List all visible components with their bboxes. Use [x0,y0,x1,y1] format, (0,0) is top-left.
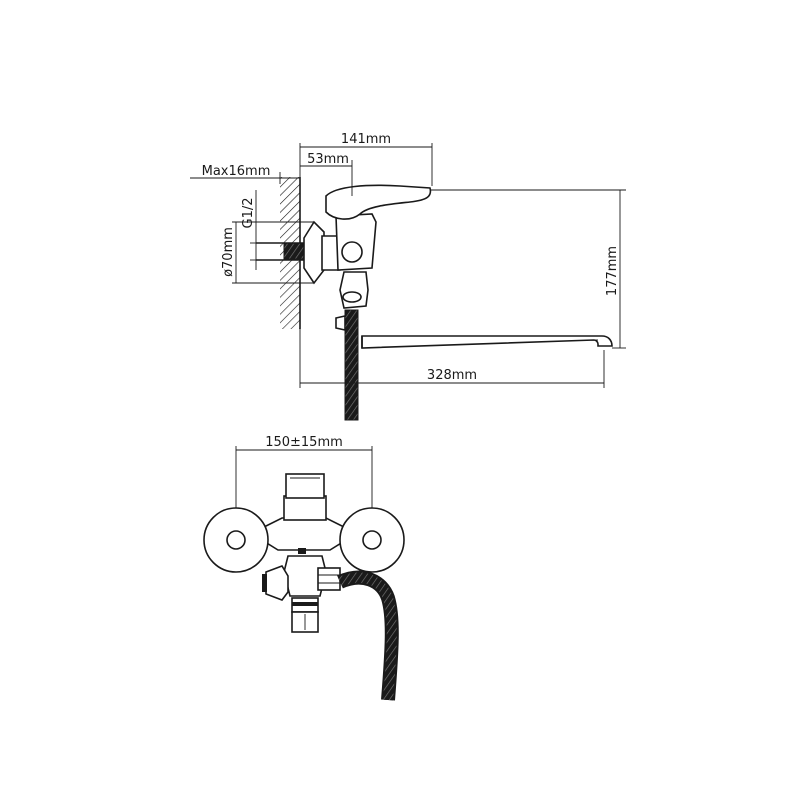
front-handle-base [283,495,327,521]
center-screw [298,548,306,554]
dim-53-label: 53mm [307,152,349,167]
front-diverter-knob [265,565,289,601]
front-view: 150±15mm [203,435,405,701]
flange [303,220,325,285]
lever-handle [325,184,432,220]
side-view: 141mm 53mm Max16mm G1/2 ø70mm [190,132,626,421]
front-diverter-knob-tip [262,574,267,592]
spout [361,335,613,349]
dim-g12-label: G1/2 [241,198,256,229]
diverter-button [335,315,346,331]
dim-max16-label: Max16mm [202,164,271,179]
left-inlet [226,530,246,550]
dim-328: 328mm [299,329,605,388]
dim-328-label: 328mm [427,368,477,383]
dim-70: ø70mm [221,221,314,284]
dim-177: 177mm [430,189,626,349]
dim-150-label: 150±15mm [265,435,343,450]
front-body [261,517,347,551]
hose-nut [317,567,341,591]
dim-70-label: ø70mm [221,227,236,277]
shower-hose [344,309,359,421]
dim-g12: G1/2 [241,190,262,270]
dim-max16: Max16mm [190,164,300,184]
diverter-knob [342,291,362,303]
right-inlet [362,530,382,550]
dim-141-label: 141mm [341,132,391,147]
dim-53: 53mm [300,152,353,196]
body-round-detail [341,241,363,263]
dim-177-label: 177mm [605,246,620,296]
dim-141: 141mm [299,132,433,186]
